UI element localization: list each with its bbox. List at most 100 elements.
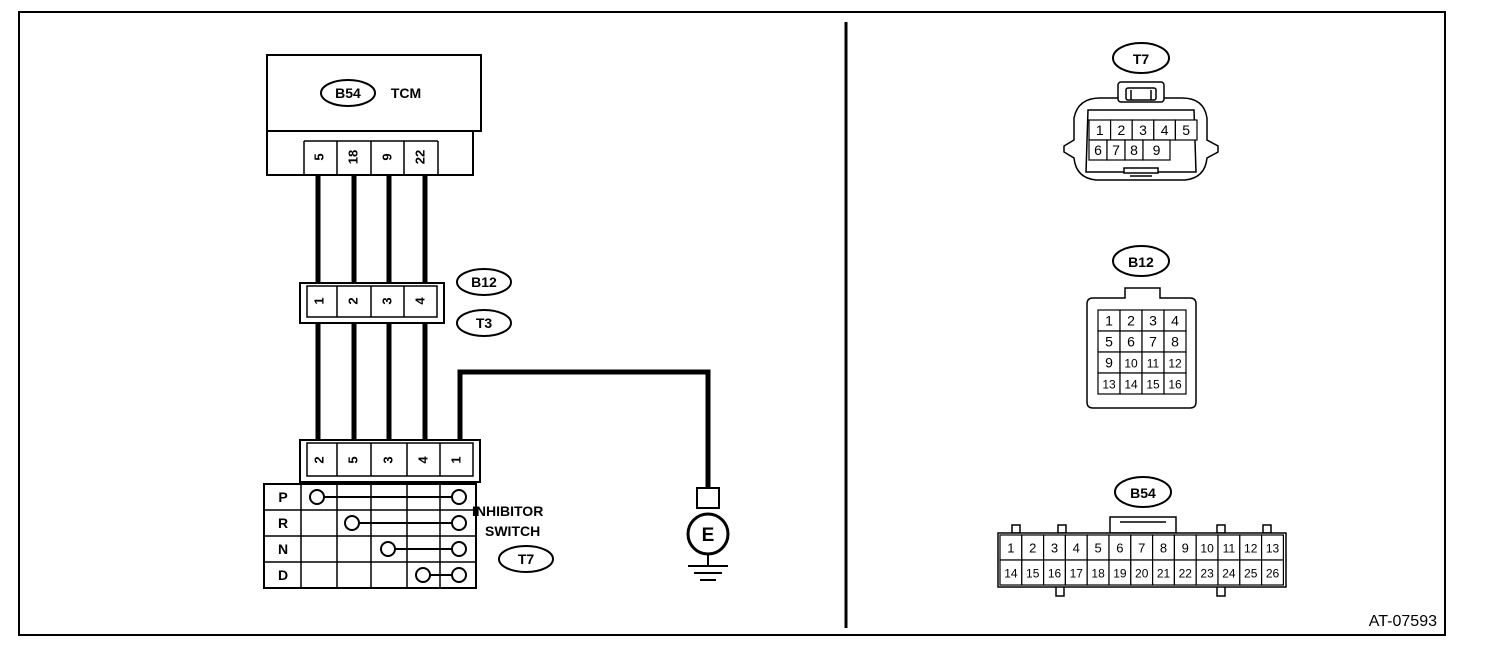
pin-number: 13 — [1266, 542, 1280, 556]
position-d: D — [278, 567, 288, 583]
inhibitor-pin-label: 4 — [415, 456, 430, 464]
tcm-pin-label: 22 — [412, 150, 427, 164]
tcm-label: TCM — [391, 85, 421, 101]
inhibitor-pin-label: 2 — [311, 456, 326, 463]
connector-t7-code-badge — [1112, 42, 1170, 74]
pin-number: 8 — [1160, 541, 1167, 556]
contact-n-common — [380, 541, 396, 557]
inhibitor-pin-label: 1 — [448, 456, 463, 463]
pin-number: 1 — [1105, 313, 1113, 329]
pin-number: 2 — [1118, 122, 1126, 138]
pin-cell — [1163, 372, 1187, 395]
pin-number: 5 — [1182, 122, 1190, 138]
pin-number: 13 — [1102, 378, 1116, 392]
pin-number: 11 — [1223, 542, 1236, 556]
position-p: P — [278, 489, 287, 505]
position-r: R — [278, 515, 288, 531]
pin-number: 3 — [1139, 122, 1147, 138]
pin-number: 8 — [1130, 142, 1138, 158]
pin-cell — [1174, 119, 1198, 141]
pin-number: 16 — [1048, 567, 1062, 581]
ground-symbol — [686, 487, 730, 581]
pin-number: 10 — [1200, 542, 1214, 556]
pin-number: 3 — [1051, 541, 1058, 556]
connector-t7-code: T7 — [1133, 51, 1150, 67]
inhibitor-label-line2: SWITCH — [485, 523, 540, 539]
pin-number: 23 — [1200, 567, 1214, 581]
pin-number: 20 — [1135, 567, 1149, 581]
pin-number: 7 — [1112, 142, 1120, 158]
ground-label: E — [702, 525, 715, 546]
contact-r-common — [344, 515, 360, 531]
tcm-pin-label: 5 — [311, 153, 326, 160]
pin-number: 11 — [1147, 357, 1160, 371]
connector-b54-code-badge — [1114, 476, 1172, 508]
pin-number: 18 — [1091, 567, 1105, 581]
figure-code: AT-07593 — [1369, 613, 1437, 630]
t3-code-badge — [456, 309, 512, 337]
pin-number: 9 — [1153, 142, 1161, 158]
mid-pin-label: 1 — [311, 297, 326, 304]
wire-harness-lower — [315, 323, 711, 488]
pin-number: 12 — [1244, 542, 1258, 556]
connector-b54-code: B54 — [1130, 485, 1156, 501]
tcm-pin-label: 9 — [379, 153, 394, 160]
inhibitor-position-labels: P R N D — [278, 489, 288, 583]
ground-wire — [457, 369, 711, 488]
connector-b12-code: B12 — [1128, 254, 1154, 270]
mid-pin-label: 3 — [379, 297, 394, 304]
pin-number: 7 — [1138, 541, 1145, 556]
connector-b12-code-badge — [1112, 245, 1170, 277]
pin-number: 19 — [1113, 567, 1127, 581]
t7-code: T7 — [518, 551, 535, 567]
inline-connector-b12-t3: 1 2 3 4 B12 T3 — [299, 268, 512, 337]
pin-number: 21 — [1157, 567, 1171, 581]
pin-number: 4 — [1073, 541, 1080, 556]
pin-number: 26 — [1266, 567, 1280, 581]
pin-cell — [1142, 139, 1171, 161]
pin-number: 1 — [1007, 541, 1014, 556]
contact-n-terminal — [451, 541, 467, 557]
contact-d-common — [415, 567, 431, 583]
inhibitor-label-line1: INHIBITOR — [472, 503, 543, 519]
pin-number: 22 — [1179, 567, 1193, 581]
t3-code: T3 — [476, 315, 493, 331]
contact-p-common — [309, 489, 325, 505]
tcm-connector: 5 18 9 22 — [266, 130, 474, 176]
pin-cell — [1260, 559, 1284, 586]
mid-pin-label: 2 — [345, 297, 360, 304]
tcm-code-badge — [320, 79, 376, 107]
pin-number: 6 — [1127, 334, 1135, 350]
wire-harness-upper — [315, 175, 428, 285]
pin-number: 6 — [1116, 541, 1123, 556]
pin-number: 4 — [1171, 313, 1179, 329]
pin-number: 24 — [1222, 567, 1236, 581]
pin-number: 1 — [1096, 122, 1104, 138]
pin-number: 5 — [1105, 334, 1113, 350]
inhibitor-switch-grid — [263, 483, 477, 589]
pin-number: 8 — [1171, 334, 1179, 350]
pin-number: 7 — [1149, 334, 1157, 350]
contact-d-terminal — [451, 567, 467, 583]
contact-r-terminal — [451, 515, 467, 531]
pin-number: 14 — [1004, 567, 1018, 581]
pin-number: 12 — [1168, 357, 1182, 371]
pin-number: 4 — [1161, 122, 1169, 138]
pin-number: 17 — [1070, 567, 1084, 581]
tcm-unit: B54 TCM — [266, 54, 482, 132]
pin-number: 15 — [1026, 567, 1040, 581]
pin-number: 9 — [1105, 355, 1113, 371]
pin-number: 2 — [1127, 313, 1135, 329]
pin-number: 25 — [1244, 567, 1258, 581]
pin-number: 16 — [1168, 378, 1182, 392]
inhibitor-pin-label: 3 — [380, 456, 395, 463]
inhibitor-contacts — [309, 489, 467, 583]
position-n: N — [278, 541, 288, 557]
pin-number: 10 — [1124, 357, 1138, 371]
mid-pin-label: 4 — [412, 297, 427, 305]
pin-number: 2 — [1029, 541, 1036, 556]
